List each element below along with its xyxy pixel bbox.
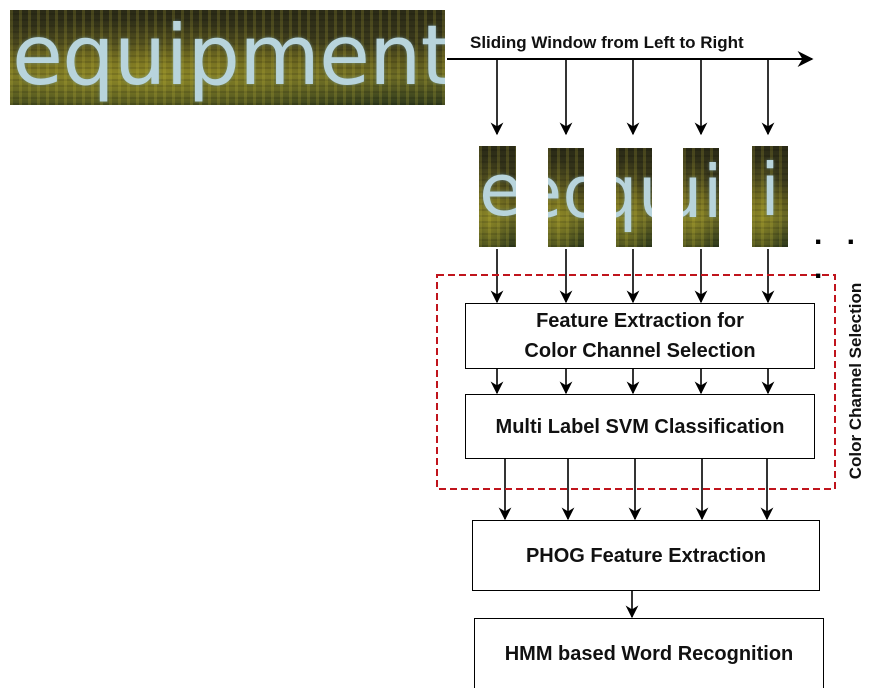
sliding-window-label: Sliding Window from Left to Right	[470, 33, 744, 52]
feature-extraction-line2: Color Channel Selection	[524, 340, 756, 362]
arrows-to-svm	[490, 369, 775, 395]
feature-extraction-box: Feature Extraction for Color Channel Sel…	[465, 303, 815, 369]
svm-classification-box: Multi Label SVM Classification	[465, 394, 815, 459]
window-crop-1: e	[479, 146, 516, 247]
phog-label: PHOG Feature Extraction	[525, 544, 767, 567]
svm-classification-label: Multi Label SVM Classification	[495, 415, 785, 438]
word-image-text: equipment	[12, 10, 445, 104]
window-crop-text: qu	[616, 156, 652, 228]
color-channel-selection-group	[436, 274, 836, 490]
window-crop-text: e	[479, 148, 516, 232]
window-crop-2: eq	[548, 148, 584, 247]
window-crop-3: qu	[616, 148, 652, 247]
continuation-dots: . . .	[814, 218, 864, 285]
hmm-label: HMM based Word Recognition	[504, 642, 794, 665]
phog-box: PHOG Feature Extraction	[472, 520, 820, 591]
window-crop-text: i	[760, 148, 781, 232]
feature-extraction-line1: Feature Extraction for	[536, 310, 744, 332]
color-channel-selection-label: Color Channel Selection	[846, 282, 865, 480]
arrows-to-crops	[490, 59, 775, 136]
window-crop-text: eq	[548, 156, 584, 228]
window-crop-5: i	[752, 146, 788, 247]
word-image: equipment	[10, 10, 445, 105]
window-crop-4: ui	[683, 148, 719, 247]
window-crop-text: ui	[683, 150, 719, 234]
hmm-box: HMM based Word Recognition	[474, 618, 824, 688]
